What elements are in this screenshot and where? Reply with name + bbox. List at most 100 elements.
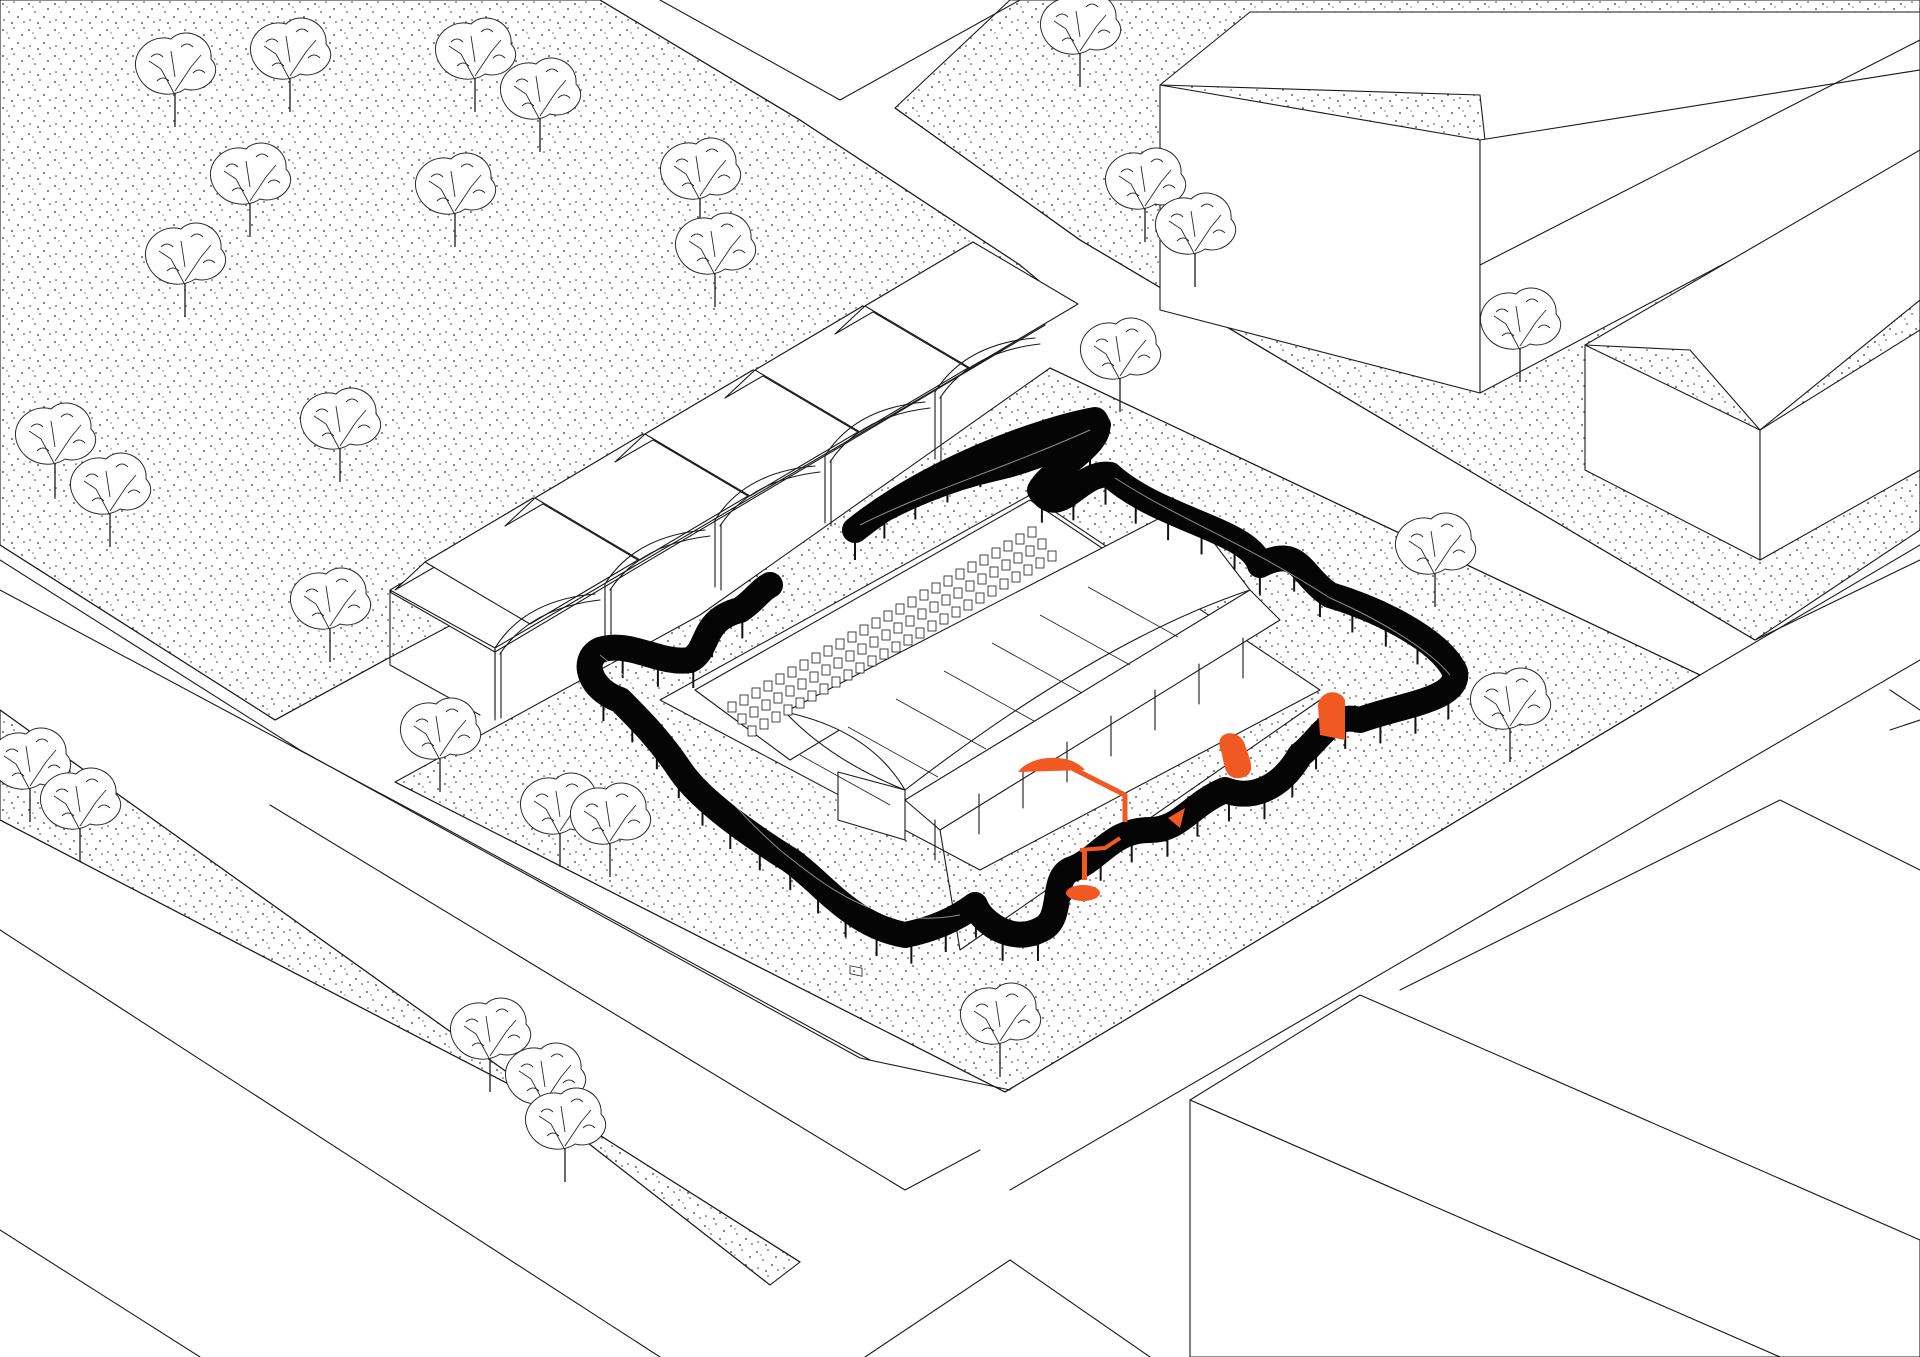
tree-icon xyxy=(1039,0,1122,87)
seat xyxy=(955,568,965,580)
seat xyxy=(749,706,759,718)
seat xyxy=(999,578,1009,590)
arcade-bay xyxy=(614,369,859,591)
tree-icon xyxy=(499,57,582,152)
seat xyxy=(1003,540,1013,552)
seat xyxy=(807,690,817,702)
seat xyxy=(845,650,855,662)
tree-icon xyxy=(399,697,482,792)
ribbon-north-segment xyxy=(849,414,1111,536)
tree-icon xyxy=(569,782,652,877)
arcade-bay xyxy=(724,305,969,527)
tree-icon xyxy=(674,212,757,307)
seat xyxy=(987,585,997,597)
seat xyxy=(903,634,913,646)
building-north-east-roof xyxy=(1159,11,1920,141)
tree-icon xyxy=(1479,287,1562,382)
seat xyxy=(1023,564,1033,576)
orange-pipe xyxy=(1058,759,1128,822)
tree-icon xyxy=(289,567,372,662)
seat xyxy=(831,676,841,688)
seat xyxy=(739,694,749,706)
tree-icon xyxy=(14,402,97,497)
arcade-bay xyxy=(504,433,749,655)
orange-small-cap xyxy=(1168,808,1185,828)
seat xyxy=(975,592,985,604)
seat xyxy=(821,664,831,676)
tree-icon xyxy=(299,387,382,482)
seat xyxy=(943,575,953,587)
orange-blob-a xyxy=(1219,733,1252,779)
seat xyxy=(867,655,877,667)
seat xyxy=(917,608,927,620)
seat xyxy=(785,685,795,697)
seat xyxy=(979,554,989,566)
seat xyxy=(1027,526,1037,538)
seat xyxy=(941,594,951,606)
seat xyxy=(953,587,963,599)
seat xyxy=(809,671,819,683)
seat xyxy=(895,603,905,615)
tree-icon xyxy=(249,17,332,112)
tree-icon xyxy=(69,452,152,547)
seat xyxy=(989,566,999,578)
tree-icon xyxy=(1104,147,1187,242)
seat xyxy=(907,596,917,608)
tree-icon xyxy=(449,997,532,1092)
seat xyxy=(855,662,865,674)
building-north-east-side xyxy=(1479,69,1920,394)
seat xyxy=(835,638,845,650)
tree-icon xyxy=(434,17,517,112)
tree-icon xyxy=(659,137,742,232)
ribbon-loop xyxy=(576,407,1469,948)
tree-icon xyxy=(144,222,227,317)
seat xyxy=(871,617,881,629)
seat xyxy=(799,659,809,671)
seat xyxy=(869,636,879,648)
seat xyxy=(939,613,949,625)
seat xyxy=(737,713,747,725)
tree-icon xyxy=(39,767,122,862)
seat xyxy=(1037,538,1047,550)
seat xyxy=(761,699,771,711)
seat xyxy=(905,615,915,627)
arcade-bay xyxy=(394,497,639,719)
hall-canopy-east xyxy=(904,589,1281,831)
seat xyxy=(915,627,925,639)
tree-icon xyxy=(1469,667,1552,762)
building-south-east-front xyxy=(1189,1099,1781,1357)
seat xyxy=(1015,533,1025,545)
orange-installation xyxy=(1018,692,1345,901)
tree-icon xyxy=(524,1087,607,1182)
seat xyxy=(823,645,833,657)
seat xyxy=(963,599,973,611)
tree-icon xyxy=(959,982,1042,1077)
seat xyxy=(977,573,987,585)
tree-icon xyxy=(1394,512,1477,607)
seat xyxy=(763,680,773,692)
arcade-bay xyxy=(834,241,1079,463)
seat xyxy=(1035,557,1045,569)
seat xyxy=(857,643,867,655)
seat xyxy=(833,657,843,669)
building-east-side xyxy=(1759,329,1920,561)
tree-icon xyxy=(414,152,497,247)
seat xyxy=(931,582,941,594)
seat xyxy=(1013,552,1023,564)
seating-rows xyxy=(727,526,1057,737)
seat xyxy=(879,648,889,660)
seat xyxy=(787,666,797,678)
seat xyxy=(751,687,761,699)
seat xyxy=(727,701,737,713)
trees xyxy=(0,0,1562,1182)
hall-annex-box xyxy=(837,771,906,841)
seat xyxy=(881,629,891,641)
orange-post xyxy=(1082,848,1087,880)
seat xyxy=(783,704,793,716)
tree-icon xyxy=(209,142,292,237)
seat xyxy=(883,610,893,622)
seat xyxy=(1025,545,1035,557)
ribbon-canopy xyxy=(576,407,1469,964)
seat xyxy=(773,692,783,704)
